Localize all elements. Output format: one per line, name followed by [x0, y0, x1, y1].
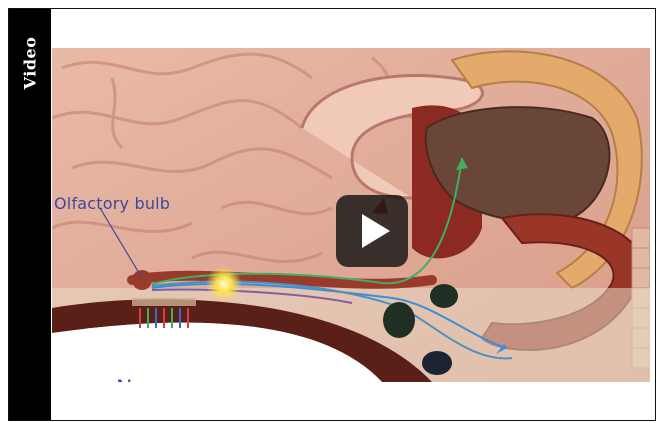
label-pointer-line [82, 208, 222, 288]
play-icon [336, 195, 408, 267]
play-button[interactable] [336, 195, 408, 267]
video-tab-label: Video [21, 37, 40, 90]
video-player[interactable]: N Olfactory bulb [52, 48, 650, 382]
video-card: Video [8, 8, 656, 421]
video-side-tab: Video [9, 9, 51, 420]
svg-text:N: N [116, 377, 132, 382]
